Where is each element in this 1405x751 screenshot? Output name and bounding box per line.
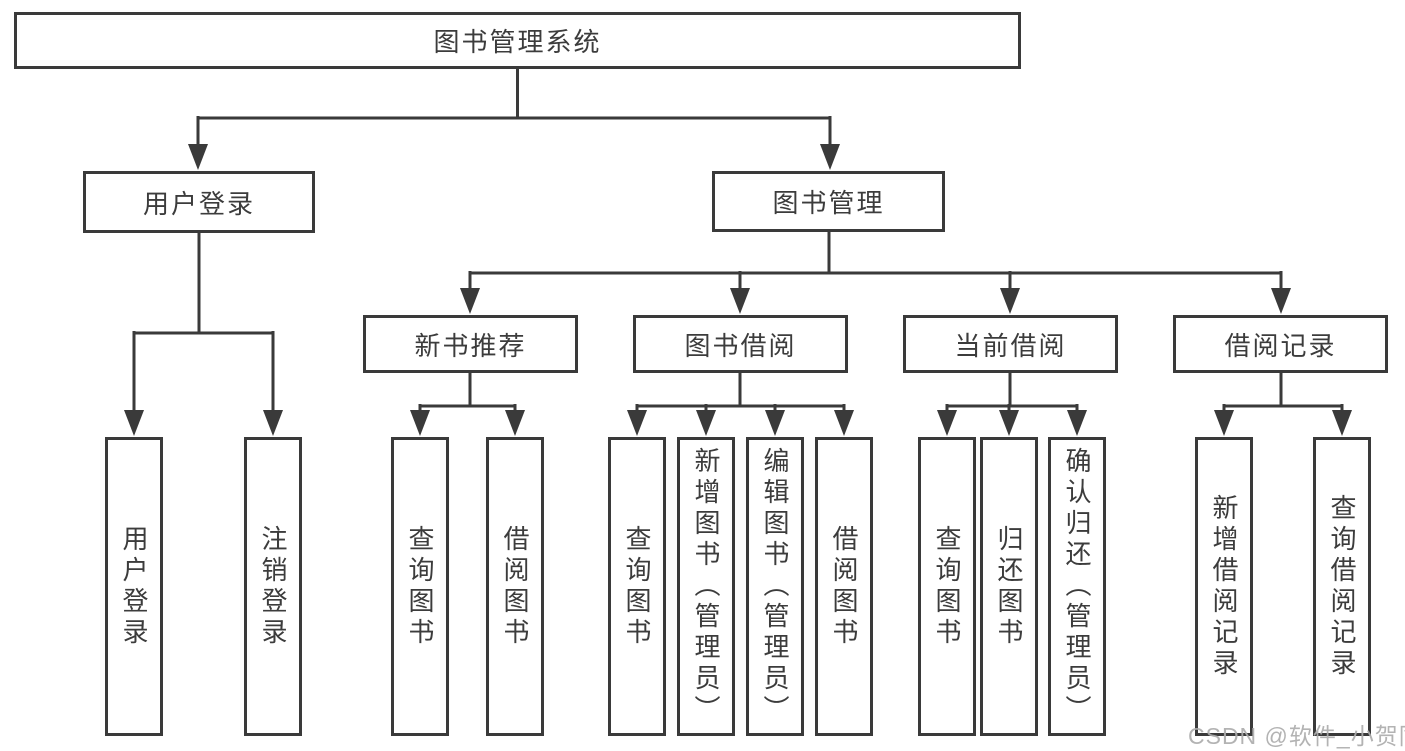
leaf-query-books-recommend: 查询图书 [391, 437, 449, 736]
leaf-return-books: 归还图书 [980, 437, 1038, 736]
node-new-book-recommend: 新书推荐 [363, 315, 578, 373]
node-book-management: 图书管理 [712, 171, 945, 232]
leaf-add-borrow-record: 新增借阅记录 [1195, 437, 1253, 736]
node-label: 借阅图书 [829, 524, 859, 649]
leaf-confirm-return-admin: 确认归还（管理员） [1048, 437, 1106, 736]
node-label: 查询图书 [932, 524, 962, 649]
leaf-user-login: 用户登录 [105, 437, 163, 736]
node-label: 新书推荐 [414, 330, 527, 361]
node-label: 新增借阅记录 [1209, 493, 1239, 680]
node-label: 图书管理系统 [433, 27, 602, 57]
node-book-borrow: 图书借阅 [633, 315, 848, 373]
leaf-add-books-admin: 新增图书（管理员） [677, 437, 735, 736]
node-label: 归还图书 [994, 524, 1024, 649]
leaf-query-borrow-record: 查询借阅记录 [1313, 437, 1371, 736]
leaf-borrow-books-recommend: 借阅图书 [486, 437, 544, 736]
arrowhead-icons [124, 144, 1352, 436]
node-label: 查询图书 [405, 524, 435, 649]
node-label: 借阅记录 [1224, 330, 1337, 361]
node-borrow-records: 借阅记录 [1173, 315, 1388, 373]
leaf-edit-books-admin: 编辑图书（管理员） [746, 437, 804, 736]
node-book-management-system: 图书管理系统 [14, 12, 1021, 69]
node-label: 图书管理 [772, 188, 885, 218]
node-label: 用户登录 [142, 188, 255, 219]
node-current-borrow: 当前借阅 [903, 315, 1118, 373]
leaf-query-books-current: 查询图书 [918, 437, 976, 736]
node-label: 查询借阅记录 [1327, 493, 1357, 680]
csdn-watermark: CSDN @软件_小贺同学 [1188, 723, 1405, 749]
node-label: 借阅图书 [500, 524, 530, 649]
node-label: 注销登录 [258, 524, 288, 649]
node-user-login: 用户登录 [83, 171, 315, 233]
leaf-logout: 注销登录 [244, 437, 302, 736]
node-label: 当前借阅 [954, 330, 1067, 361]
node-label: 图书借阅 [684, 330, 797, 361]
node-label: 查询图书 [622, 524, 652, 649]
leaf-query-books-borrow: 查询图书 [608, 437, 666, 736]
node-label: 用户登录 [119, 524, 149, 649]
node-label: 确认归还（管理员） [1062, 447, 1092, 726]
node-label: 编辑图书（管理员） [760, 447, 790, 726]
node-label: 新增图书（管理员） [691, 447, 721, 726]
leaf-borrow-books: 借阅图书 [815, 437, 873, 736]
